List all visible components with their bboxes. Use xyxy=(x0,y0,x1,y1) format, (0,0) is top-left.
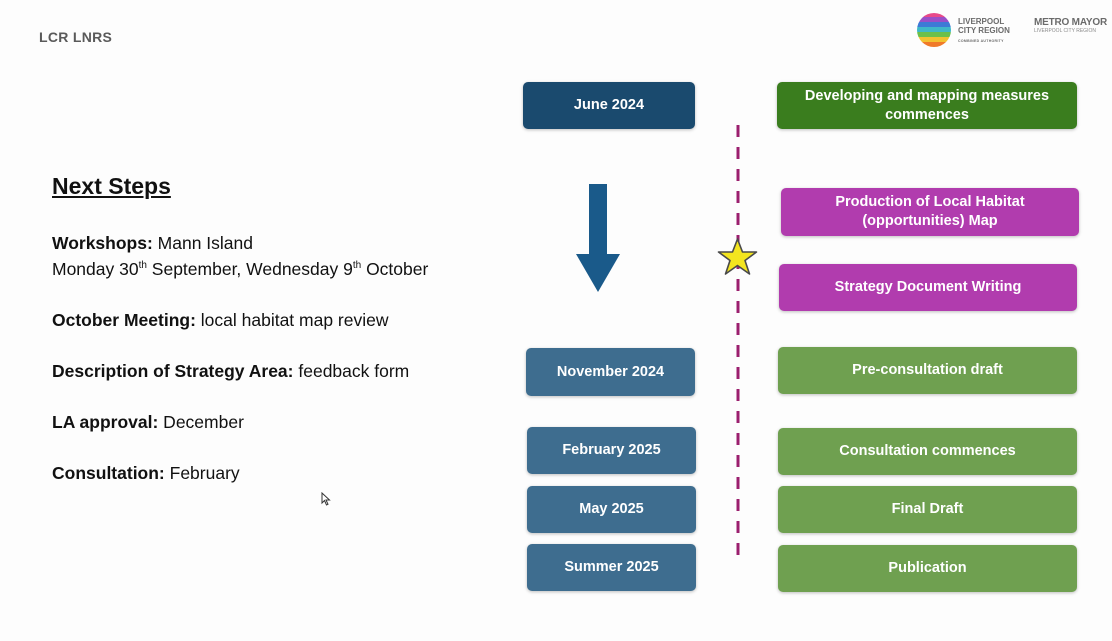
metro-mayor-logo: METRO MAYOR LIVERPOOL CITY REGION xyxy=(1034,17,1112,39)
logo-text-line: LIVERPOOL xyxy=(958,17,1005,26)
strategy-area-item: Description of Strategy Area: feedback f… xyxy=(52,358,512,384)
activity-consultation-commences: Consultation commences xyxy=(778,428,1077,475)
item-text: October xyxy=(361,259,429,279)
deck-title: LCR LNRS xyxy=(39,29,113,45)
ordinal-suffix: th xyxy=(352,260,362,272)
mouse-cursor-icon xyxy=(321,492,331,506)
timeline-divider xyxy=(736,125,740,565)
la-approval-item: LA approval: December xyxy=(52,409,512,435)
rainbow-globe-icon xyxy=(917,13,951,47)
logo-text-line: COMBINED AUTHORITY xyxy=(958,39,1004,43)
activity-habitat-map: Production of Local Habitat (opportuniti… xyxy=(781,188,1079,236)
item-text: February xyxy=(164,463,240,483)
date-february-2025: February 2025 xyxy=(527,427,696,474)
item-label: LA approval: xyxy=(52,412,159,432)
item-text: feedback form xyxy=(293,361,410,381)
october-meeting-item: October Meeting: local habitat map revie… xyxy=(52,307,512,333)
logo-text-line: METRO MAYOR xyxy=(1034,17,1107,28)
date-june-2024: June 2024 xyxy=(523,82,695,129)
item-label: Description of Strategy Area: xyxy=(52,361,294,381)
item-text: Mann Island xyxy=(152,233,253,253)
activity-mapping-measures: Developing and mapping measures commence… xyxy=(777,82,1077,129)
ordinal-suffix: th xyxy=(138,260,147,272)
activity-pre-consultation-draft: Pre-consultation draft xyxy=(778,347,1077,394)
item-text: September, Wednesday 9 xyxy=(146,259,353,279)
lcr-combined-authority-logo: LIVERPOOL CITY REGION COMBINED AUTHORITY xyxy=(916,12,1020,48)
star-icon xyxy=(717,238,758,275)
workshops-item: Workshops: Mann Island Monday 30th Septe… xyxy=(52,230,512,282)
activity-strategy-writing: Strategy Document Writing xyxy=(779,264,1077,311)
item-text: Monday 30 xyxy=(52,259,139,279)
logo-text-line: CITY REGION xyxy=(958,26,1010,35)
date-may-2025: May 2025 xyxy=(527,486,696,533)
item-label: October Meeting: xyxy=(52,310,196,330)
activity-final-draft: Final Draft xyxy=(778,486,1077,533)
logo-text-line: LIVERPOOL CITY REGION xyxy=(1034,28,1096,34)
next-steps-heading: Next Steps xyxy=(52,173,171,199)
next-steps-panel: Next Steps Workshops: Mann Island Monday… xyxy=(52,173,512,511)
item-text: December xyxy=(158,412,244,432)
item-label: Consultation: xyxy=(52,463,165,483)
item-text: local habitat map review xyxy=(195,310,389,330)
item-label: Workshops: xyxy=(52,233,153,253)
date-november-2024: November 2024 xyxy=(526,348,695,396)
date-summer-2025: Summer 2025 xyxy=(527,544,696,591)
consultation-item: Consultation: February xyxy=(52,460,512,486)
down-arrow-icon xyxy=(576,184,620,292)
activity-publication: Publication xyxy=(778,545,1077,592)
